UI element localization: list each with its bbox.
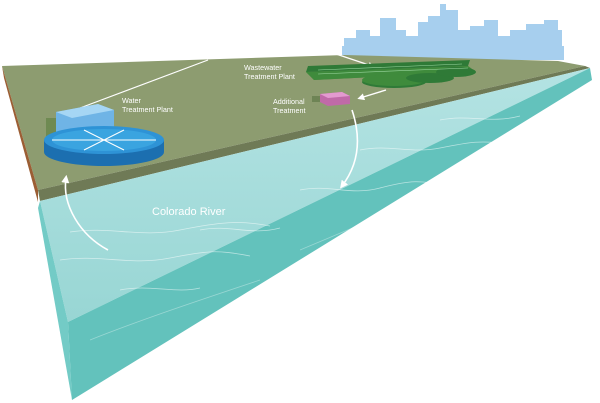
river-side-face bbox=[68, 68, 592, 400]
intake-pipe-line bbox=[79, 59, 209, 109]
additional-treatment-label-line2: Treatment bbox=[273, 106, 306, 115]
river-waves bbox=[59, 115, 521, 291]
treatment-to-river-arrow bbox=[340, 109, 359, 189]
river-front-face bbox=[38, 201, 72, 400]
soil-edge bbox=[2, 66, 38, 202]
river-face-waves bbox=[89, 169, 481, 341]
river-bank bbox=[38, 66, 590, 201]
additional-treatment-unit bbox=[312, 92, 350, 106]
city-skyline bbox=[342, 4, 564, 60]
wastewater-plant-label-line2: Treatment Plant bbox=[244, 72, 295, 81]
outfall-pipe-line bbox=[329, 51, 375, 68]
river-surface bbox=[40, 68, 590, 322]
additional-treatment-label-line1: Additional bbox=[273, 97, 305, 106]
water-plant-label-line2: Treatment Plant bbox=[122, 105, 173, 114]
river-to-plant-arrow bbox=[61, 174, 109, 251]
wastewater-treatment-plant bbox=[306, 60, 476, 88]
water-treatment-plant bbox=[44, 104, 164, 166]
wastewater-to-additional-arrow bbox=[357, 89, 387, 101]
river-label: Colorado River bbox=[152, 206, 226, 218]
water-plant-label-line1: Water bbox=[122, 96, 142, 105]
wastewater-plant-label-line1: Wastewater bbox=[244, 63, 282, 72]
